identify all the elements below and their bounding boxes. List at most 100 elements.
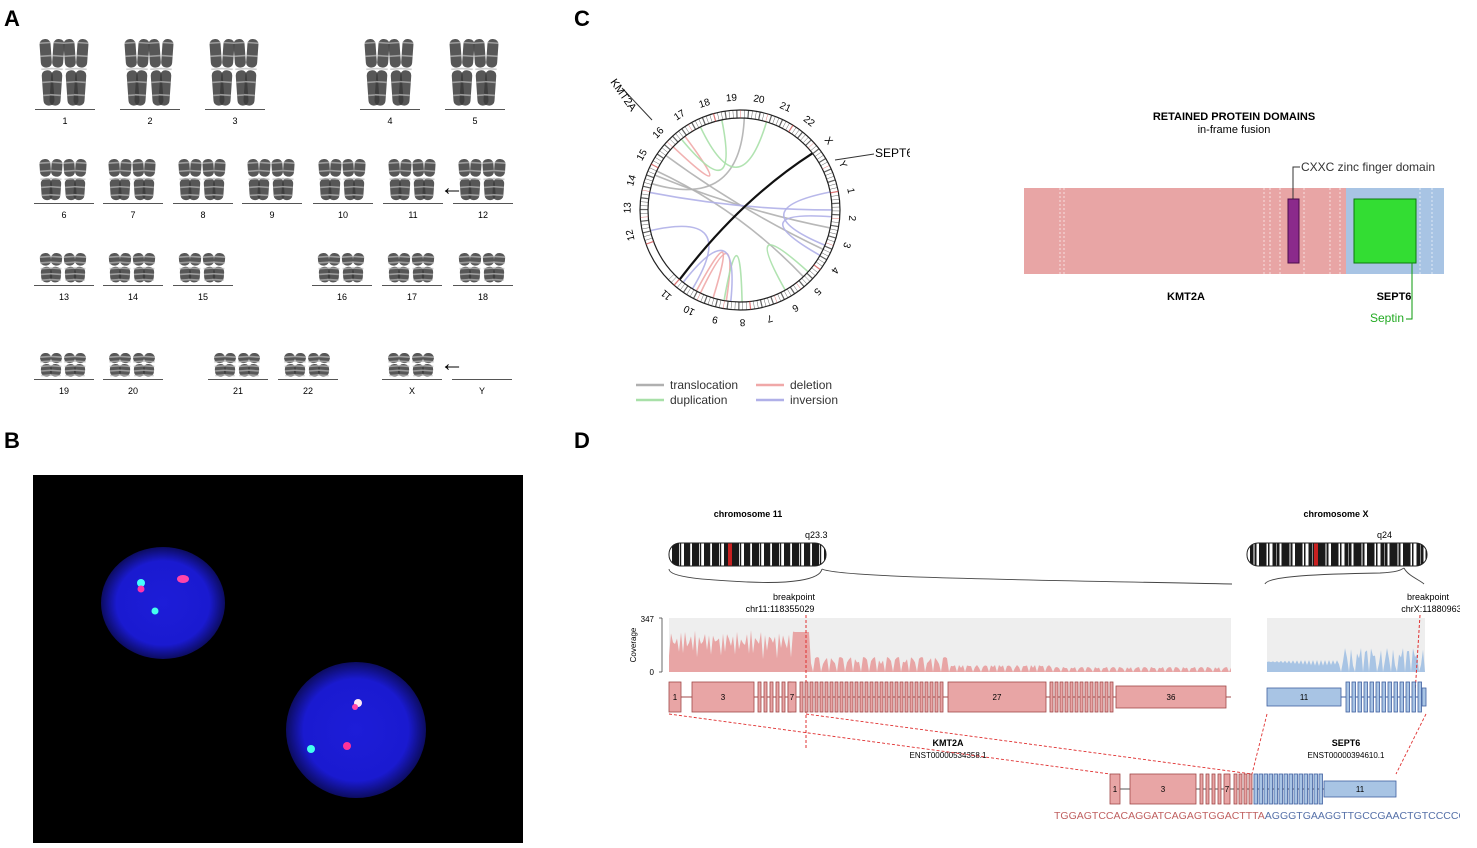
panel-label-d: D	[574, 428, 590, 454]
exon	[782, 682, 785, 712]
exon	[895, 682, 898, 712]
karyotype-label-8: 8	[173, 210, 233, 220]
chromosome-pair-6	[34, 158, 94, 202]
circos-gene-kmt2a: KMT2A	[608, 77, 639, 114]
chromosome-pair-7	[103, 158, 163, 202]
karyotype-label-13: 13	[34, 292, 94, 302]
exon-label: 36	[1167, 693, 1176, 702]
exon	[1200, 774, 1203, 804]
chromosome-pair-11	[383, 158, 443, 202]
exon	[1095, 682, 1098, 712]
circos-link-inversion	[783, 216, 832, 256]
karyotype-baseline	[382, 285, 442, 286]
circos-chr-label: 20	[752, 93, 765, 106]
cxxc-domain	[1288, 199, 1299, 263]
karyotype-label-X: X	[382, 386, 442, 396]
chromosome-pair-20	[103, 352, 163, 378]
exon-label: 3	[1161, 785, 1166, 794]
karyotype-label-7: 7	[103, 210, 163, 220]
circos-link-kmt2a-sept6	[680, 153, 813, 279]
exon	[850, 682, 853, 712]
circos-chr-label: 12	[624, 228, 637, 242]
sept6-name: SEPT6	[1332, 738, 1361, 748]
chromosome-pair-18	[453, 252, 513, 284]
exon	[820, 682, 823, 712]
circos-chr-label: 2	[846, 215, 857, 222]
domains-title: RETAINED PROTEIN DOMAINS	[1153, 111, 1315, 123]
domains-gene-kmt2a: KMT2A	[1167, 291, 1205, 303]
exon	[1406, 682, 1410, 712]
exon	[1065, 682, 1068, 712]
domains-subtitle: in-frame fusion	[1198, 124, 1271, 136]
exon	[1249, 774, 1252, 804]
karyotype-baseline	[453, 285, 513, 286]
exon	[1418, 682, 1422, 712]
circos-chr-label: 8	[739, 316, 745, 327]
chromosome-pair-13	[34, 252, 94, 284]
exon	[1394, 682, 1398, 712]
karyotype-label-11: 11	[383, 210, 443, 220]
exon-label: 27	[993, 693, 1002, 702]
exon	[1050, 682, 1053, 712]
exon	[1388, 682, 1392, 712]
exon	[1070, 682, 1073, 712]
exon	[1370, 682, 1374, 712]
karyotype-baseline	[278, 379, 338, 380]
signal-magenta	[138, 586, 145, 593]
circos-chr-label: X	[822, 135, 835, 147]
exon	[935, 682, 938, 712]
exon	[805, 682, 808, 712]
circos-chr-label: 17	[672, 108, 688, 123]
exon	[1075, 682, 1078, 712]
exon	[1100, 682, 1103, 712]
signal-magenta	[352, 704, 358, 710]
sequence-sept6: AGGGTGAAGGTTGCCGAACTGTCCCCCTGGCT	[1265, 810, 1460, 822]
arrow-chrX-icon: ←	[440, 352, 464, 376]
karyotype-label-3: 3	[205, 116, 265, 126]
fish-cells	[33, 475, 523, 843]
sept6-pointer	[835, 154, 874, 160]
circos-chr-label: Y	[836, 159, 849, 170]
arrow-chr11-icon: ←	[440, 176, 464, 200]
chromosome-pair-15	[173, 252, 233, 284]
coverage-label: Coverage	[629, 627, 638, 662]
coverage-min: 0	[650, 668, 655, 677]
band-q24: q24	[1377, 530, 1392, 540]
chromosome-pair-14	[103, 252, 163, 284]
circos-chr-label: 4	[828, 265, 841, 276]
exon	[840, 682, 843, 712]
signal-magenta	[343, 742, 351, 750]
panel-label-b: B	[4, 428, 20, 454]
exon	[870, 682, 873, 712]
karyotype-label-21: 21	[208, 386, 268, 396]
signal-magenta	[177, 575, 189, 583]
karyotype-label-14: 14	[103, 292, 163, 302]
legend-label-deletion: deletion	[790, 378, 832, 392]
karyotype-label-10: 10	[313, 210, 373, 220]
exon	[835, 682, 838, 712]
fish-image	[33, 475, 523, 843]
circos-chr-label: 19	[726, 93, 738, 105]
bp11-coord: chr11:118355029	[746, 604, 815, 614]
signal-cyan	[152, 608, 159, 615]
exon	[1382, 682, 1386, 712]
exon	[1299, 774, 1303, 804]
exon	[930, 682, 933, 712]
exon	[1080, 682, 1083, 712]
legend-label-inversion: inversion	[790, 393, 838, 407]
exon	[875, 682, 878, 712]
cxxc-label: CXXC zinc finger domain	[1301, 160, 1435, 174]
exon	[1294, 774, 1298, 804]
exon	[1364, 682, 1368, 712]
exon-label: 11	[1356, 785, 1365, 794]
exon	[800, 682, 803, 712]
karyotype-baseline	[313, 203, 373, 204]
exon	[855, 682, 858, 712]
exon-label: 1	[1113, 785, 1118, 794]
exon	[1274, 774, 1278, 804]
karyotype-label-17: 17	[382, 292, 442, 302]
karyotype-label-4: 4	[360, 116, 420, 126]
exon	[758, 682, 761, 712]
exon	[910, 682, 913, 712]
